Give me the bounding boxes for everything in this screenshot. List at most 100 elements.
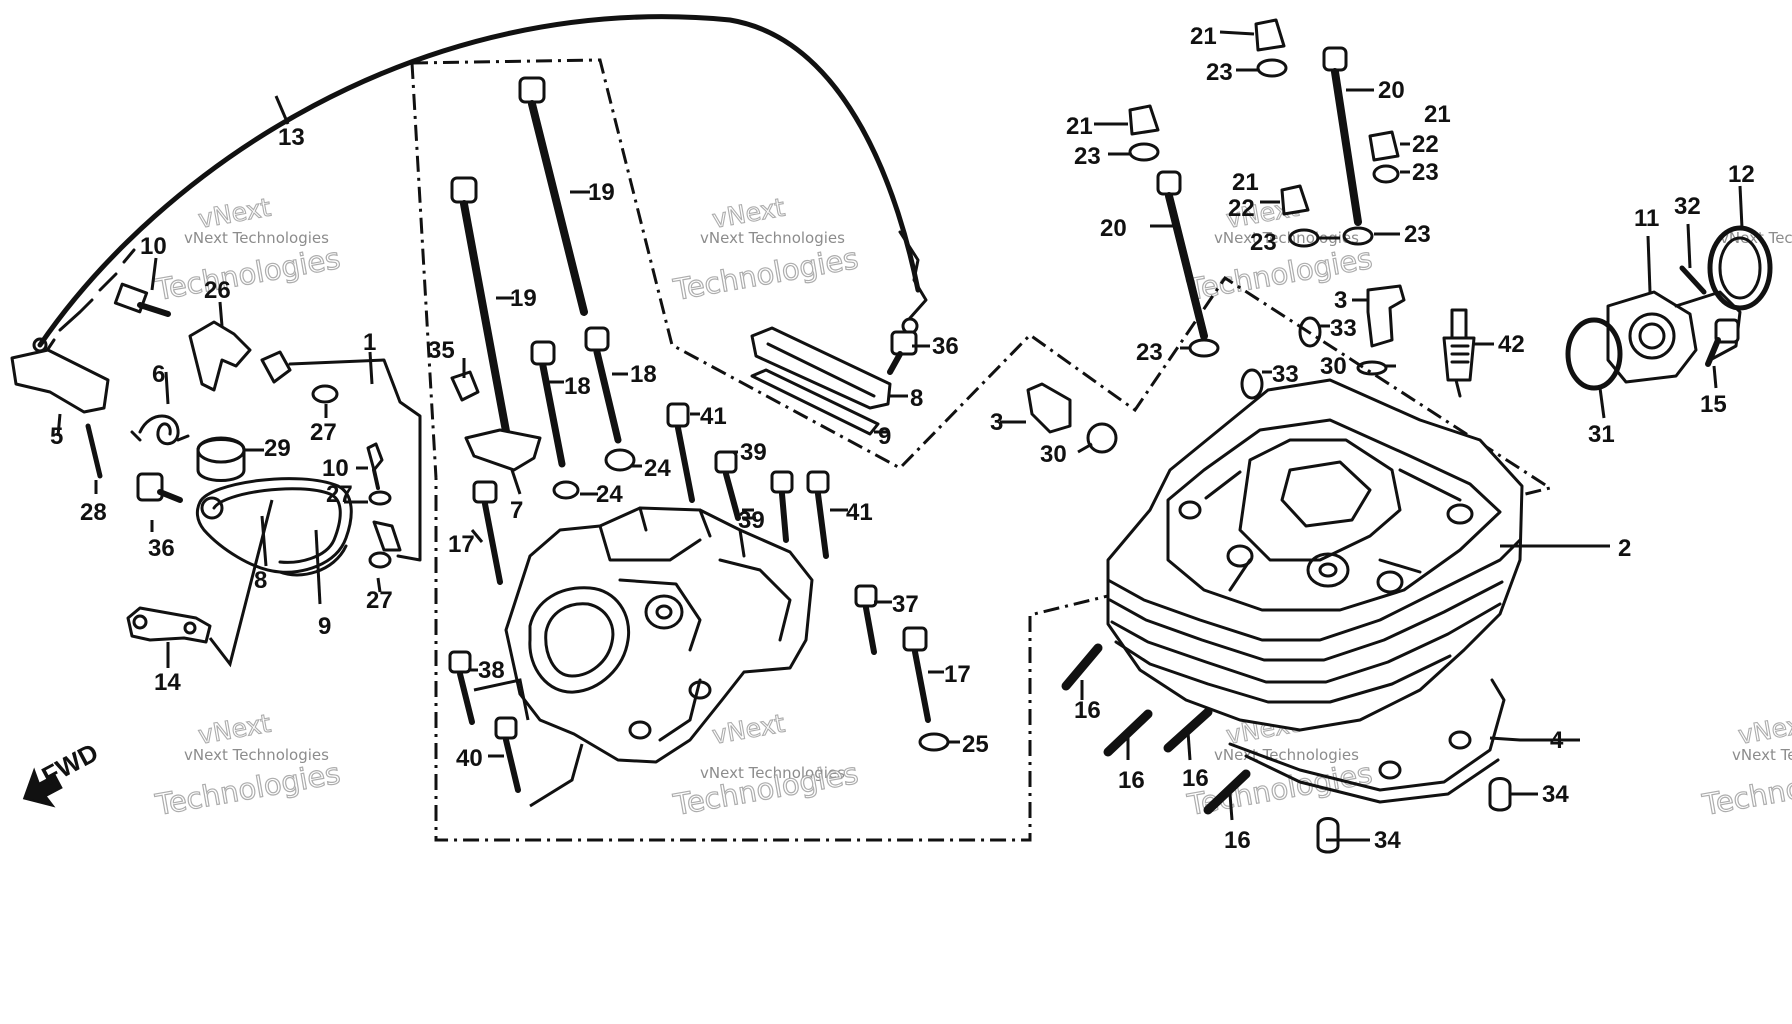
callout-4: 4: [1550, 727, 1564, 754]
callout-9: 9: [878, 423, 891, 450]
callout-17: 17: [448, 531, 475, 558]
forward-direction-indicator: FWD: [22, 737, 103, 808]
rear-head-group-outline: [411, 58, 1554, 842]
part-27-washer: [311, 384, 339, 404]
callout-14: 14: [154, 669, 181, 696]
watermark-text: vNext Technologies: [184, 746, 329, 764]
watermark-text: vNext: [196, 193, 273, 234]
callout-16: 16: [1118, 767, 1145, 794]
watermark-text: Technologies: [1184, 756, 1374, 822]
callout-11: 11: [1634, 205, 1659, 232]
callout-8: 8: [254, 567, 267, 594]
callout-23: 23: [1412, 159, 1439, 186]
callout-20: 20: [1378, 77, 1405, 104]
callout-10: 10: [140, 233, 167, 260]
callout-2: 2: [1618, 535, 1631, 562]
callout-8: 8: [910, 385, 923, 412]
callout-41: 41: [846, 499, 873, 526]
callout-30: 30: [1040, 441, 1067, 468]
watermark-text: Technologies: [670, 241, 860, 307]
callout-18: 18: [630, 361, 657, 388]
callout-19: 19: [588, 179, 615, 206]
callout-27: 27: [310, 419, 337, 446]
callout-39: 39: [740, 439, 767, 466]
callout-22: 22: [1412, 131, 1439, 158]
callout-23: 23: [1136, 339, 1163, 366]
part-5-lever: [10, 348, 110, 414]
callout-7: 7: [510, 497, 523, 524]
front-head-group-outline: [410, 62, 438, 479]
watermark-text: Technologies: [1699, 756, 1792, 822]
callout-16: 16: [1224, 827, 1251, 854]
callout-10: 10: [322, 455, 349, 482]
callout-5: 5: [50, 423, 63, 450]
callout-20: 20: [1100, 215, 1127, 242]
callout-21: 21: [1066, 113, 1093, 140]
callout-42: 42: [1498, 331, 1525, 358]
watermark-text: vNext Technologies: [1214, 229, 1359, 247]
callout-24: 24: [644, 455, 671, 482]
callout-27: 27: [366, 587, 393, 614]
front-cylinder-head: [504, 506, 814, 764]
watermark-text: vNext: [196, 709, 273, 750]
right-fasteners: [1026, 18, 1773, 854]
callout-29: 29: [264, 435, 291, 462]
watermark-text: Technologies: [152, 756, 342, 822]
forward-arrow-icon: [22, 767, 63, 808]
assembly-group-outlines: [410, 58, 1554, 842]
center-fasteners: [448, 76, 950, 793]
callout-28: 28: [80, 499, 107, 526]
callout-21: 21: [1232, 169, 1259, 196]
callout-23: 23: [1250, 229, 1277, 256]
part-7-bracket: [464, 428, 542, 472]
watermark-text: vNext Technologies: [700, 764, 845, 782]
callout-25: 25: [962, 731, 989, 758]
callout-22: 22: [1228, 195, 1255, 222]
watermarks: vNext Technologies Technologies vNext vN…: [152, 192, 1792, 823]
watermark-text: vNext Technologies: [1720, 229, 1792, 247]
watermark-text: vNext: [710, 709, 787, 750]
watermark-text: vNext: [1736, 709, 1792, 750]
callout-36: 36: [932, 333, 959, 360]
callout-21: 21: [1190, 23, 1217, 50]
callout-12: 12: [1728, 161, 1755, 188]
callout-41: 41: [700, 403, 727, 430]
rear-cylinder-head: [1106, 378, 1524, 804]
fwd-label: FWD: [37, 737, 103, 791]
callout-33: 33: [1272, 361, 1299, 388]
callout-9: 9: [318, 613, 331, 640]
callout-19: 19: [510, 285, 537, 312]
callout-3: 3: [1334, 287, 1347, 314]
callout-40: 40: [456, 745, 483, 772]
callout-18: 18: [564, 373, 591, 400]
callout-37: 37: [892, 591, 919, 618]
callout-34: 34: [1374, 827, 1401, 854]
callout-1: 1: [363, 329, 376, 356]
callout-38: 38: [478, 657, 505, 684]
callout-34: 34: [1542, 781, 1569, 808]
part-11-intake-flange: [1606, 290, 1698, 384]
callout-23: 23: [1074, 143, 1101, 170]
callout-21: 21: [1424, 101, 1451, 128]
callout-23: 23: [1206, 59, 1233, 86]
callout-31: 31: [1588, 421, 1615, 448]
watermark-text: vNext Technologies: [184, 229, 329, 247]
cable: [32, 14, 928, 357]
part-14-clamp: [126, 606, 212, 644]
callout-3: 3: [990, 409, 1003, 436]
left-small-parts: [10, 282, 422, 644]
watermark-text: vNext: [710, 193, 787, 234]
callout-24: 24: [596, 481, 623, 508]
callout-35: 35: [428, 337, 455, 364]
callout-36: 36: [148, 535, 175, 562]
watermark-text: vNext Technologies: [700, 229, 845, 247]
part-4-gasket: [1228, 678, 1506, 792]
callout-16: 16: [1074, 697, 1101, 724]
callout-6: 6: [152, 361, 165, 388]
watermark-text: Technologies: [152, 241, 342, 307]
callout-27: 27: [326, 481, 353, 508]
callout-13: 13: [278, 124, 305, 151]
callout-30: 30: [1320, 353, 1347, 380]
part-8-cover: [195, 477, 353, 574]
